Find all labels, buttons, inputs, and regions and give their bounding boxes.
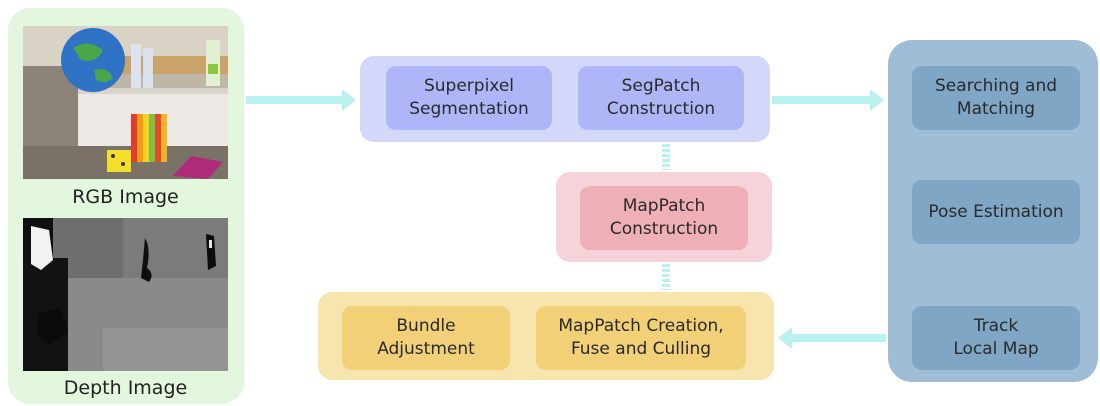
depth-image-caption: Depth Image — [63, 377, 188, 399]
rgb-image-scene — [23, 26, 228, 179]
segpatch-construction-box: SegPatch Construction — [578, 66, 744, 130]
pose-estimation-box: Pose Estimation — [912, 180, 1080, 244]
arrow-segpatch-to-tracking-head — [870, 89, 884, 111]
arrow-tracking-to-mapping-shaft — [792, 334, 886, 342]
arrow-input-to-segpatch-shaft — [246, 96, 342, 104]
depth-image — [23, 218, 228, 371]
track-local-map-box: Track Local Map — [912, 306, 1080, 370]
mappatch-construction-box: MapPatch Construction — [580, 186, 748, 250]
arrow-tracking-to-mapping-head — [778, 327, 792, 349]
superpixel-segmentation-box: Superpixel Segmentation — [386, 66, 552, 130]
rgb-image — [23, 26, 228, 179]
arrow-input-to-segpatch-head — [342, 89, 356, 111]
mappatch-creation-box: MapPatch Creation, Fuse and Culling — [536, 306, 746, 370]
arrow-segpatch-to-tracking-shaft — [772, 96, 870, 104]
depth-image-scene — [23, 218, 228, 371]
rgb-image-caption: RGB Image — [72, 186, 179, 208]
bundle-adjustment-box: Bundle Adjustment — [342, 306, 510, 370]
searching-matching-box: Searching and Matching — [912, 66, 1080, 130]
